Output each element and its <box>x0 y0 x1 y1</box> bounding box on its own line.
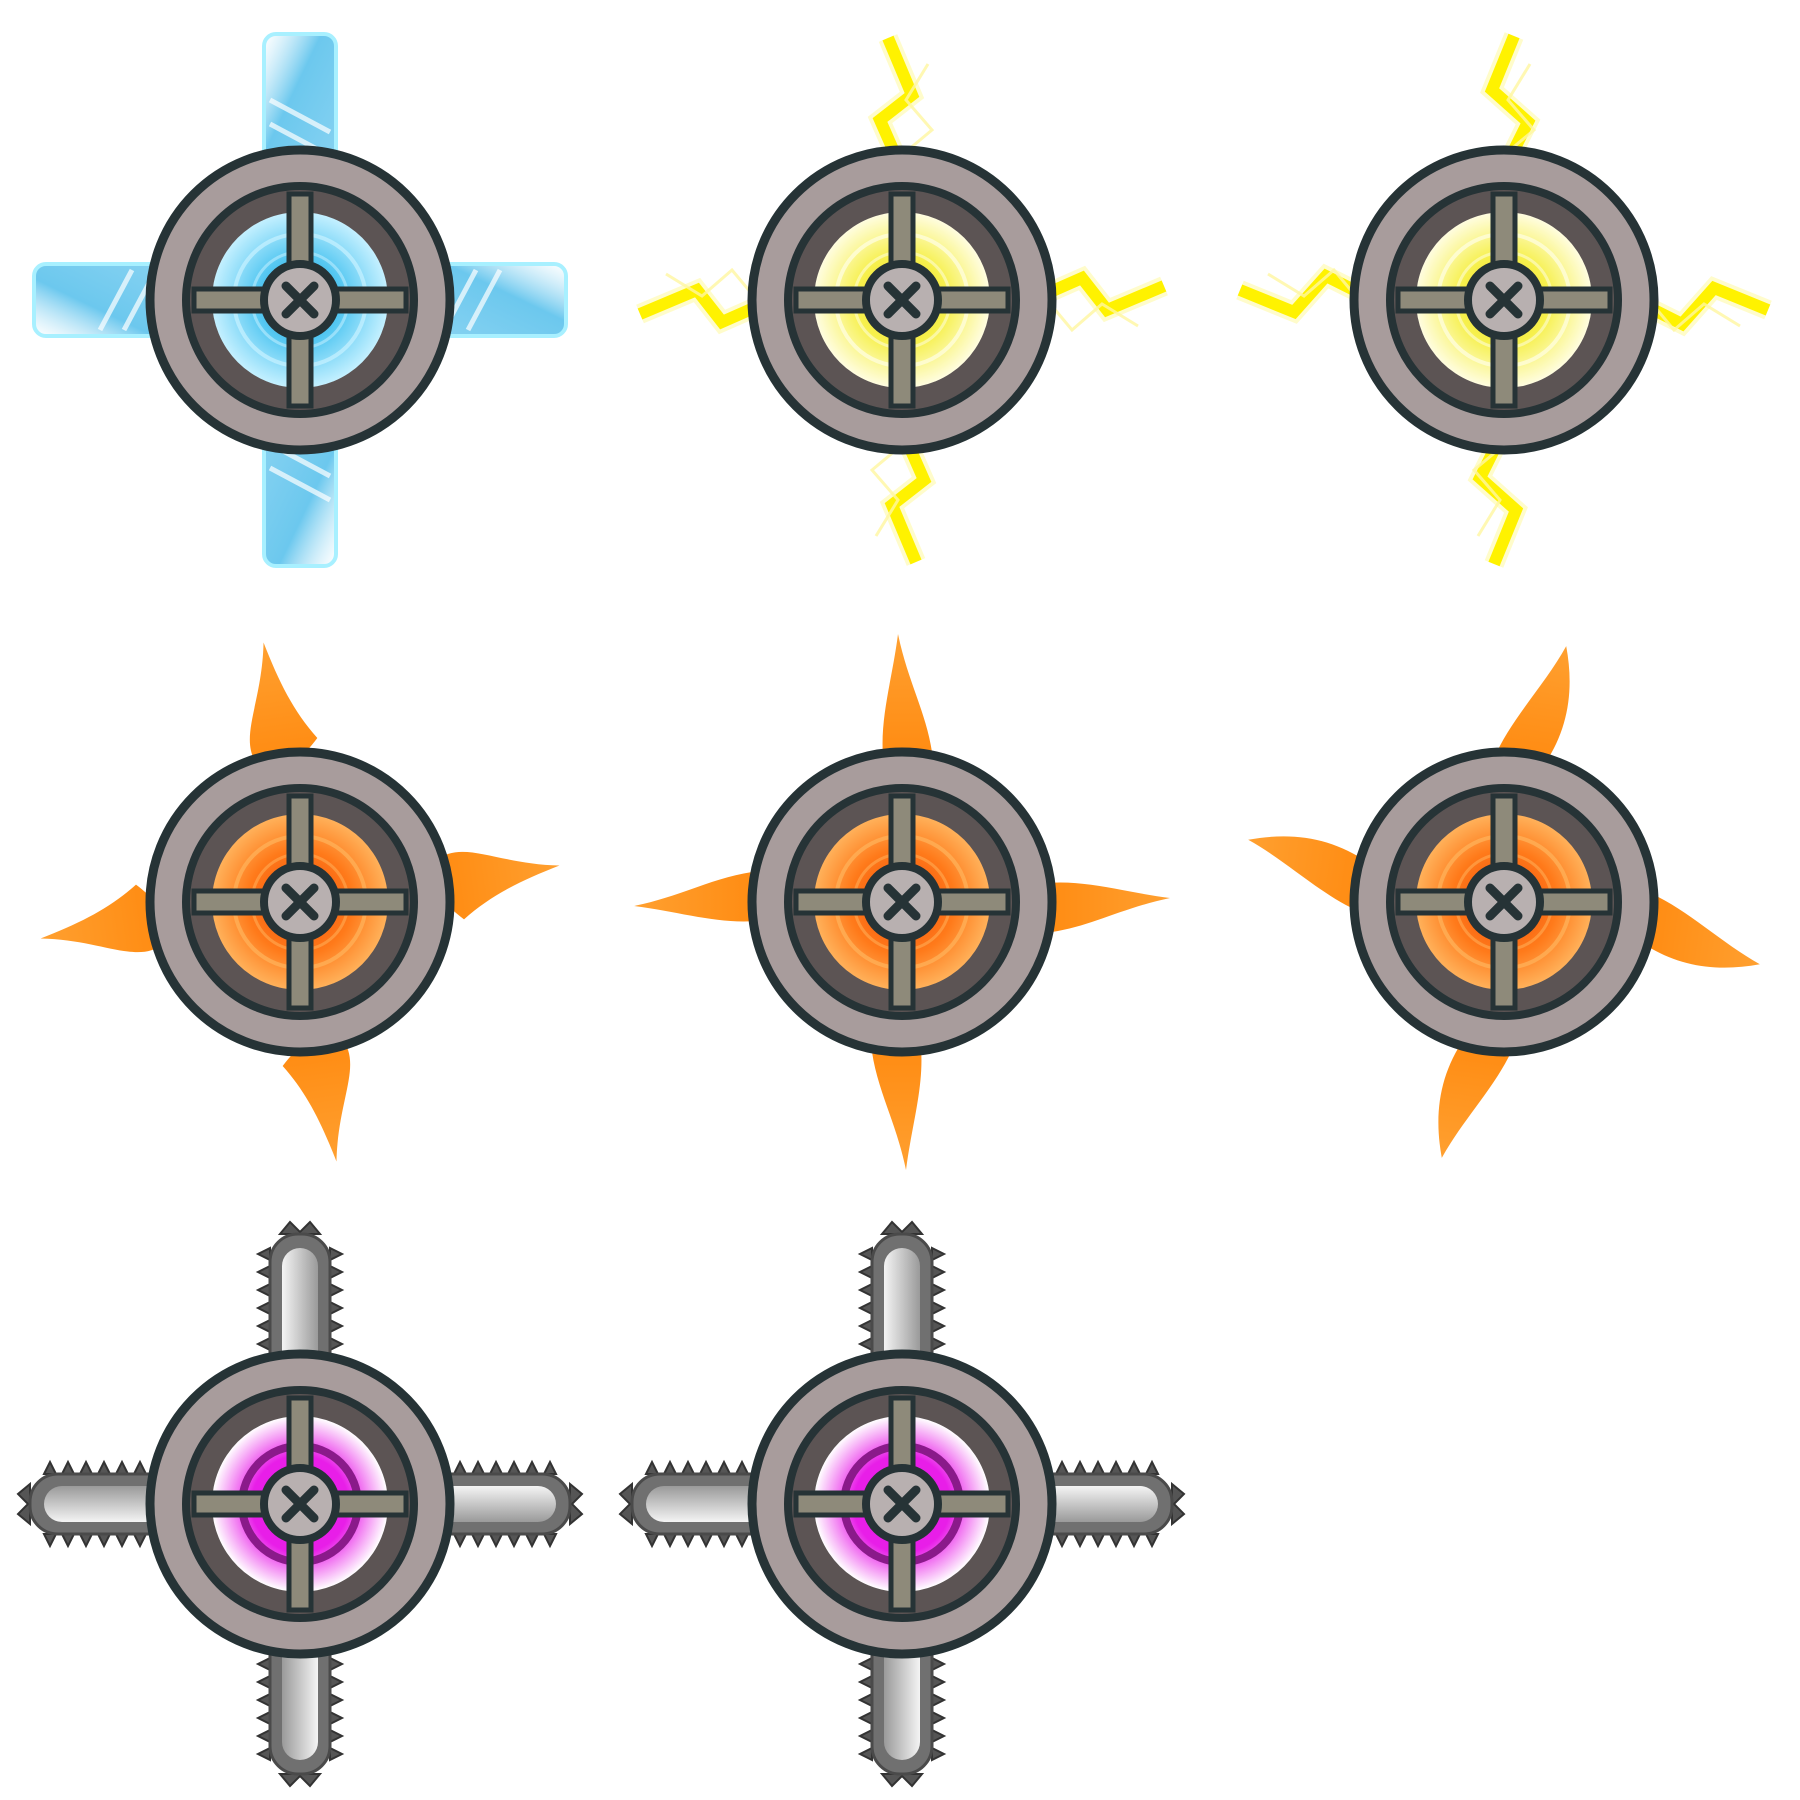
flame-icon <box>1248 646 1760 1158</box>
turret-body <box>145 747 455 1057</box>
chainsaw-turret-1 <box>16 1220 584 1788</box>
hub-bolt-icon <box>260 260 340 340</box>
chainsaw-turret-2 <box>618 1220 1186 1788</box>
hub-bolt-icon <box>862 1464 942 1544</box>
turret-body <box>145 1349 455 1659</box>
lightning-bolt-icon <box>636 34 1168 566</box>
ice-blade-turret <box>32 32 568 568</box>
fire-turret-2 <box>634 634 1170 1170</box>
fire-turret-3 <box>1248 646 1760 1158</box>
flame-icon <box>40 642 560 1162</box>
hub-bolt-icon <box>862 260 942 340</box>
chainsaw-bar-icon <box>16 1220 584 1788</box>
turret-body <box>747 747 1057 1057</box>
turret-body <box>1349 145 1659 455</box>
turret-body <box>1349 747 1659 1057</box>
turret-body <box>747 145 1057 455</box>
hub-bolt-icon <box>1464 260 1544 340</box>
lightning-turret-1 <box>636 34 1168 566</box>
flame-icon <box>634 634 1170 1170</box>
fire-turret-1 <box>40 642 560 1162</box>
chainsaw-bar-icon <box>618 1220 1186 1788</box>
turret-body <box>747 1349 1057 1659</box>
ice-blade-icon <box>32 32 568 568</box>
hub-bolt-icon <box>862 862 942 942</box>
hub-bolt-icon <box>1464 862 1544 942</box>
hub-bolt-icon <box>260 1464 340 1544</box>
turret-body <box>145 145 455 455</box>
lightning-turret-2 <box>1236 32 1772 568</box>
hub-bolt-icon <box>260 862 340 942</box>
